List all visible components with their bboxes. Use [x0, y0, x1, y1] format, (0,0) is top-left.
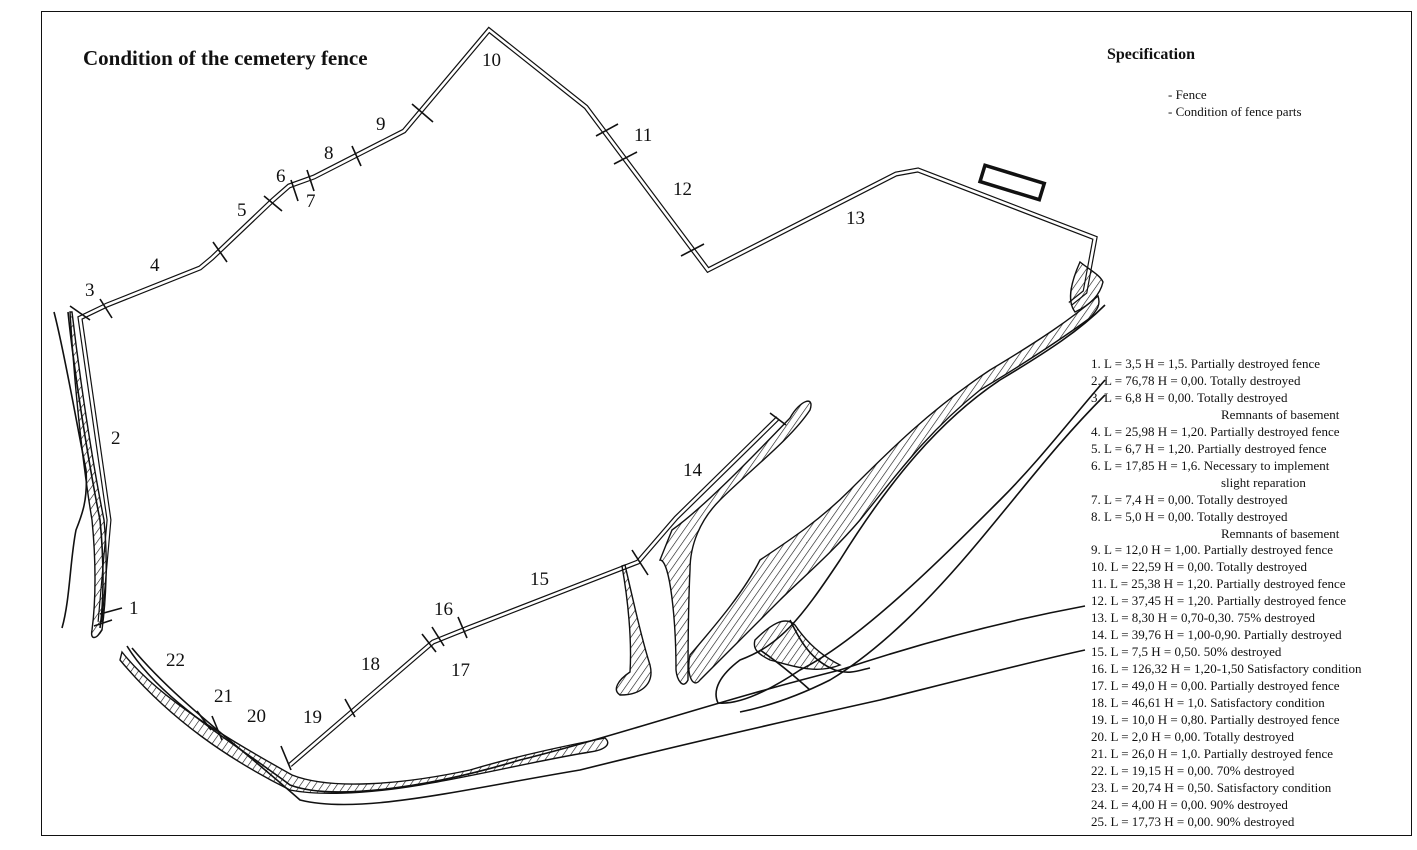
spec-row: 16. L = 126,32 H = 1,20-1,50 Satisfactor…: [1091, 661, 1362, 677]
hatched-slopes: [69, 260, 1104, 794]
spec-row: 25. L = 17,73 H = 0,00. 90% destroyed: [1091, 813, 1295, 829]
spec-row: 1. L = 3,5 H = 1,5. Partially destroyed …: [1091, 356, 1320, 371]
segment-ticks: [69, 103, 787, 771]
spec-row: 13. L = 8,30 H = 0,70-0,30. 75% destroye…: [1091, 610, 1315, 626]
legend: - Fence - Condition of fence parts: [1168, 86, 1302, 120]
segment-label-5: 5: [237, 200, 247, 221]
spec-row: 18. L = 46,61 H = 1,0. Satisfactory cond…: [1091, 695, 1325, 711]
specification-heading: Specification: [1107, 46, 1195, 63]
spec-row: 17. L = 49,0 H = 0,00. Partially destroy…: [1091, 678, 1340, 694]
segment-label-8: 8: [324, 143, 334, 164]
segment-label-1: 1: [129, 598, 139, 619]
segment-label-2: 2: [111, 428, 121, 449]
spec-row: 7. L = 7,4 H = 0,00. Totally destroyed: [1091, 491, 1288, 507]
segment-label-14: 14: [683, 460, 703, 481]
legend-item-fence: - Fence: [1168, 87, 1207, 102]
spec-row-note: slight reparation: [1221, 474, 1306, 490]
spec-row: 12. L = 37,45 H = 1,20. Partially destro…: [1091, 593, 1346, 609]
spec-row: 5. L = 6,7 H = 1,20. Partially destroyed…: [1091, 440, 1327, 456]
spec-row: 22. L = 19,15 H = 0,00. 70% destroyed: [1091, 762, 1295, 778]
spec-row: 4. L = 25,98 H = 1,20. Partially destroy…: [1091, 423, 1340, 439]
spec-row: 21. L = 26,0 H = 1,0. Partially destroye…: [1091, 745, 1333, 761]
spec-row-note: Remnants of basement: [1221, 406, 1340, 422]
segment-label-15: 15: [530, 569, 549, 590]
segment-label-21: 21: [214, 686, 233, 707]
segment-label-10: 10: [482, 50, 501, 71]
segment-label-4: 4: [150, 255, 160, 276]
spec-row: 19. L = 10,0 H = 0,80. Partially destroy…: [1091, 712, 1340, 728]
segment-label-12: 12: [673, 179, 692, 200]
segment-label-19: 19: [303, 707, 322, 728]
segment-label-3: 3: [85, 280, 95, 301]
segment-label-20: 20: [247, 706, 266, 727]
segment-label-7: 7: [306, 191, 316, 212]
spec-row: 20. L = 2,0 H = 0,00. Totally destroyed: [1091, 728, 1294, 744]
segment-label-9: 9: [376, 114, 386, 135]
spec-row: 11. L = 25,38 H = 1,20. Partially destro…: [1091, 576, 1346, 592]
legend-item-condition: - Condition of fence parts: [1168, 104, 1302, 119]
spec-row: 3. L = 6,8 H = 0,00. Totally destroyed: [1091, 389, 1288, 405]
segment-label-6: 6: [276, 166, 286, 187]
segment-label-22: 22: [166, 650, 185, 671]
segment-labels: 1 2 3 4 5 6 7 8 9 10 11 12 13 14 15 16 1…: [85, 50, 865, 728]
fence-specifications-list: 1. L = 3,5 H = 1,5. Partially destroyed …: [1091, 356, 1362, 831]
spec-row: 6. L = 17,85 H = 1,6. Necessary to imple…: [1091, 457, 1330, 473]
spec-row: 2. L = 76,78 H = 0,00. Totally destroyed: [1091, 372, 1301, 388]
spec-row: 23. L = 20,74 H = 0,50. Satisfactory con…: [1091, 779, 1332, 795]
segment-label-18: 18: [361, 654, 380, 675]
segment-label-16: 16: [434, 599, 453, 620]
map-frame: [41, 11, 1412, 836]
segment-label-11: 11: [634, 125, 652, 146]
spec-row: 14. L = 39,76 H = 1,00-0,90. Partially d…: [1091, 627, 1342, 643]
spec-row: 15. L = 7,5 H = 0,50. 50% destroyed: [1091, 644, 1282, 660]
spec-row: 9. L = 12,0 H = 1,00. Partially destroye…: [1091, 542, 1333, 558]
segment-label-17: 17: [451, 660, 470, 681]
fence-line: [77, 26, 1098, 767]
map-title: Condition of the cemetery fence: [83, 46, 368, 70]
segment-label-13: 13: [846, 208, 865, 229]
spec-row: 8. L = 5,0 H = 0,00. Totally destroyed: [1091, 508, 1288, 524]
spec-row-note: Remnants of basement: [1221, 525, 1340, 541]
spec-row: 24. L = 4,00 H = 0,00. 90% destroyed: [1091, 796, 1288, 812]
spec-row: 10. L = 22,59 H = 0,00. Totally destroye…: [1091, 559, 1307, 575]
